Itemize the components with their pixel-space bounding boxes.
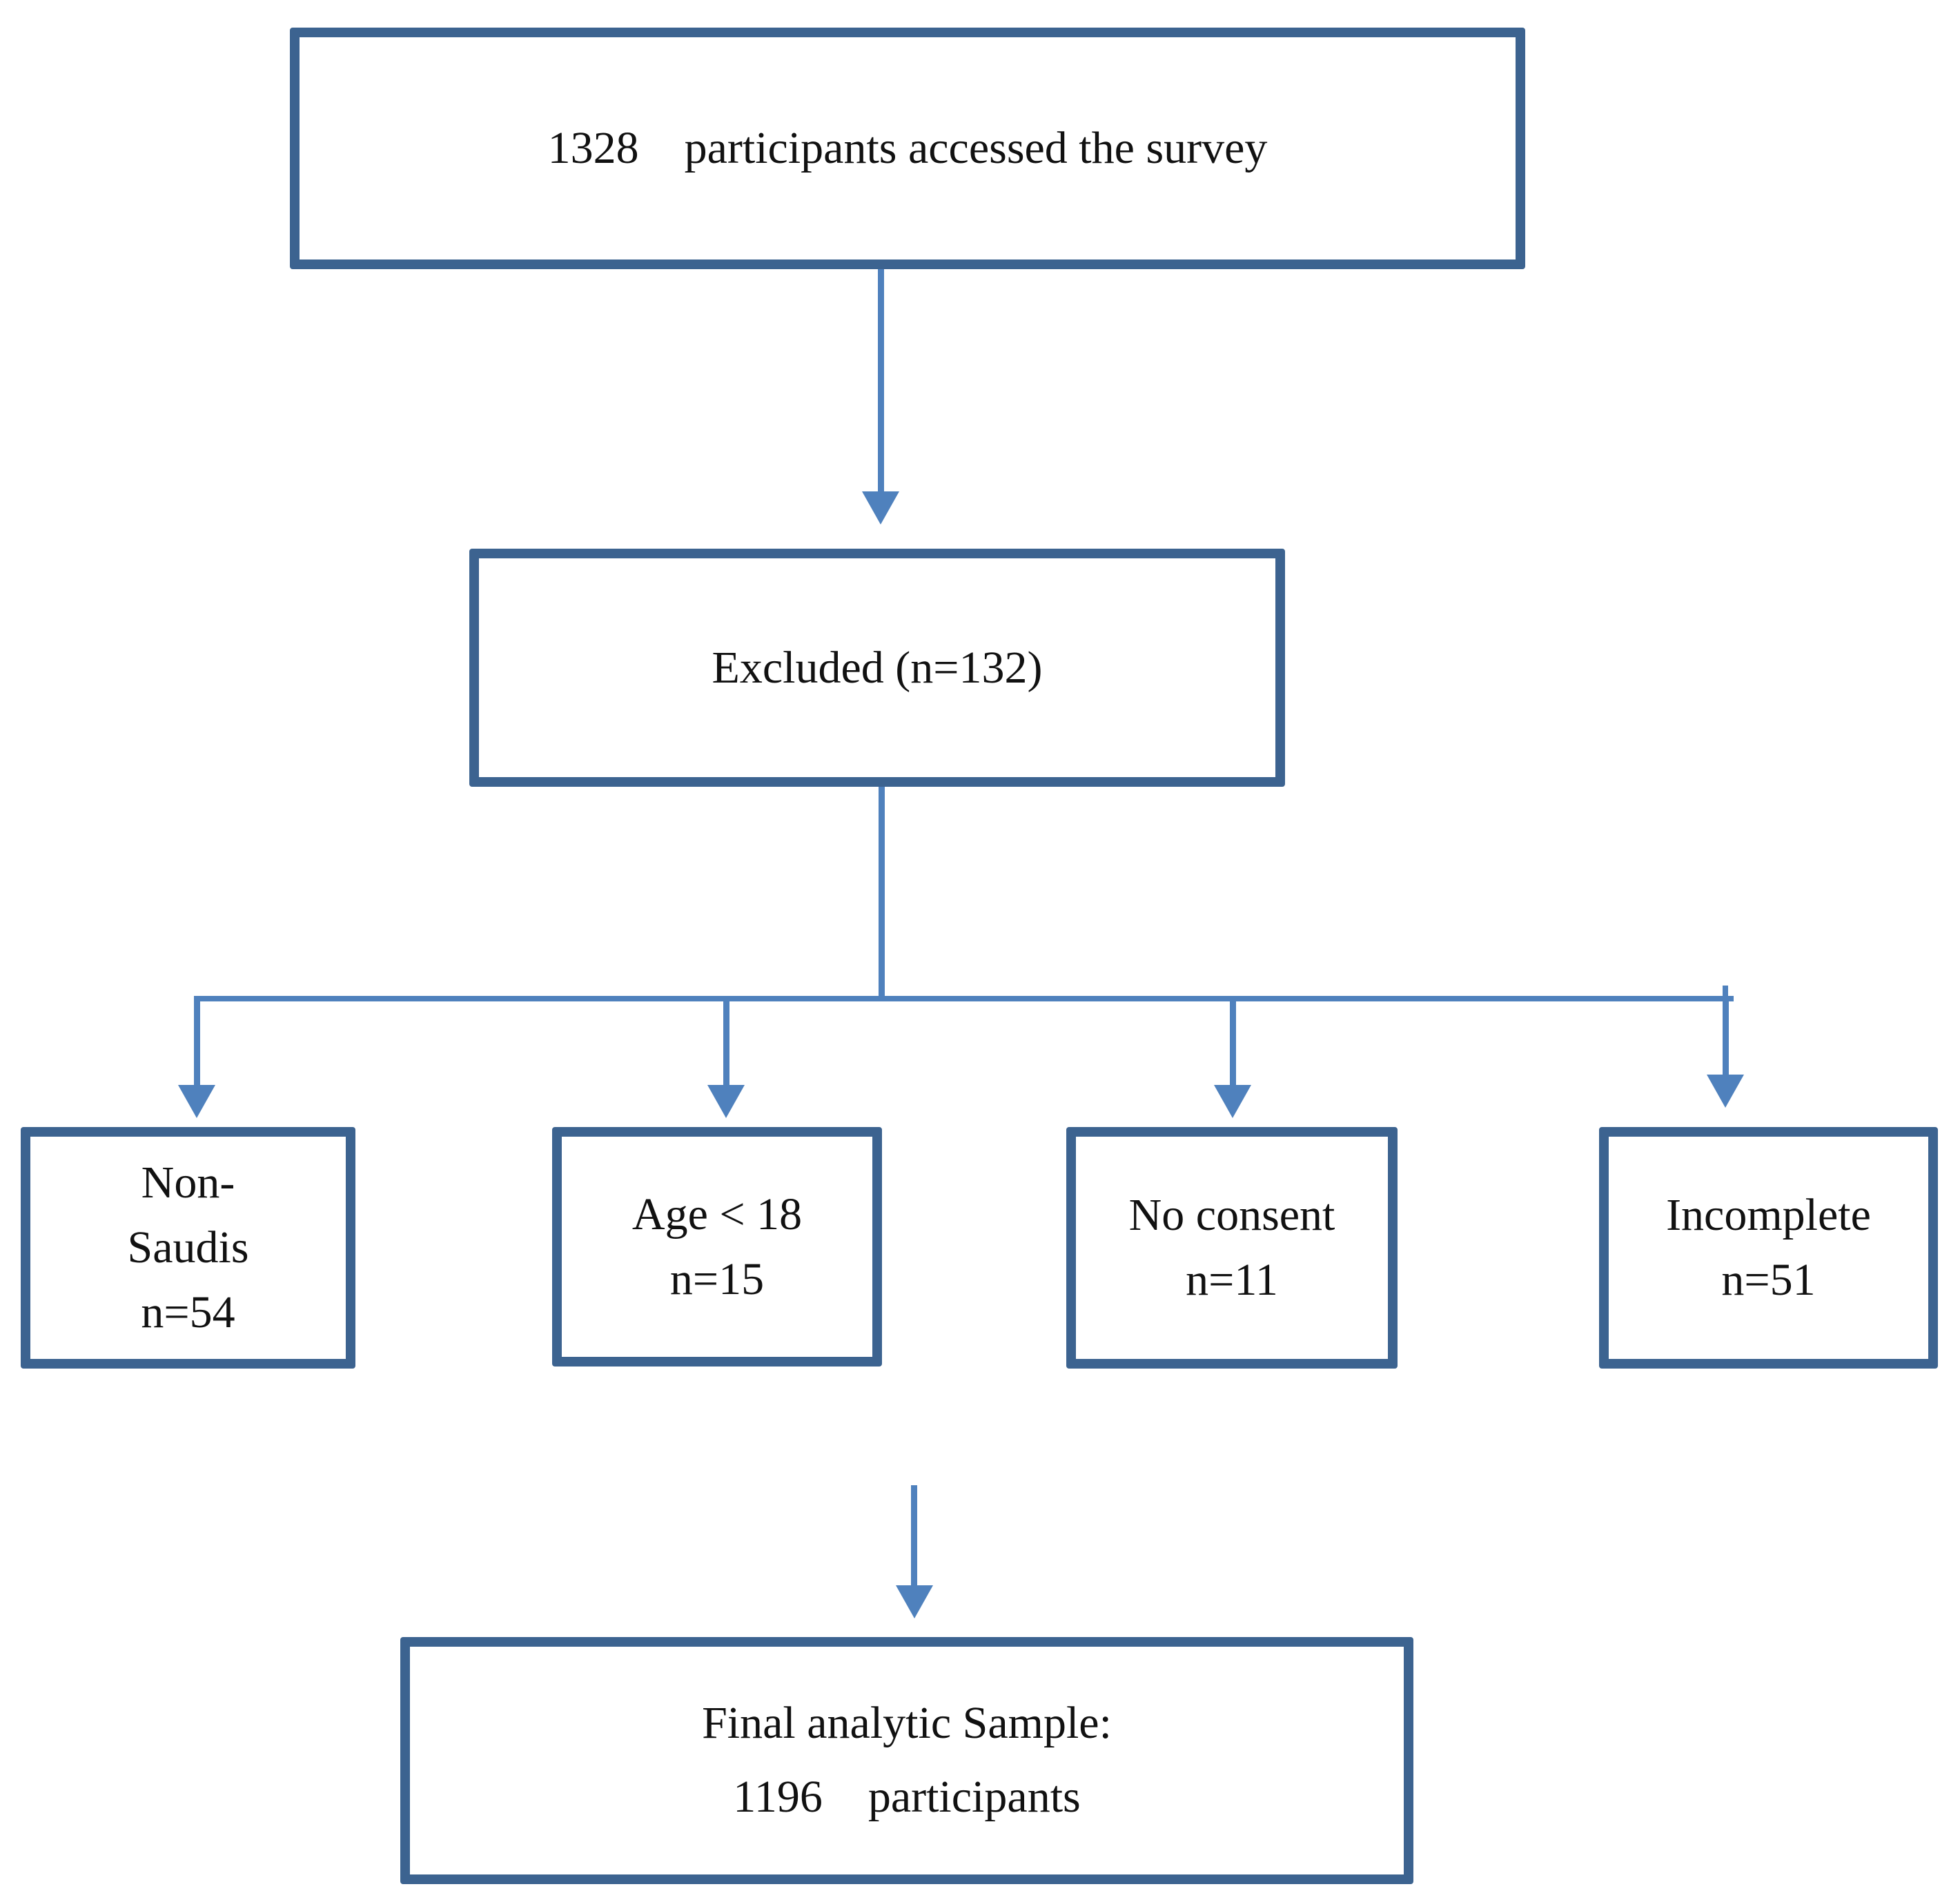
node-age-under-18: Age < 18 n=15 <box>552 1127 882 1367</box>
connector-top-to-excluded <box>878 269 884 491</box>
node-excluded-label: Excluded (n=132) <box>712 642 1043 693</box>
node-age-under-18-label: Age < 18 <box>631 1188 803 1240</box>
node-incomplete: Incomplete n=51 <box>1599 1127 1938 1369</box>
node-non-saudis-line2: Saudis <box>127 1222 249 1273</box>
node-incomplete-count: n=51 <box>1721 1255 1816 1305</box>
arrowhead-to-final <box>896 1585 933 1618</box>
connector-branch-incomplete <box>1723 999 1729 1075</box>
connector-branch-age <box>723 999 729 1085</box>
node-no-consent-count: n=11 <box>1186 1255 1278 1305</box>
node-non-saudis-count: n=54 <box>141 1286 235 1338</box>
connector-branch-no-consent <box>1230 999 1236 1085</box>
node-participants-accessed: 1328 participants accessed the survey <box>290 28 1525 269</box>
connector-branch-line <box>194 996 1734 1001</box>
arrowhead-branch-age <box>707 1085 745 1118</box>
node-final-sample: Final analytic Sample: 1196 participants <box>400 1637 1413 1884</box>
arrowhead-top-to-excluded <box>862 491 899 525</box>
connector-branch-line-end-tick <box>1723 986 1728 996</box>
node-incomplete-label: Incomplete <box>1666 1190 1871 1241</box>
connector-to-final <box>911 1485 917 1585</box>
node-non-saudis: Non- Saudis n=54 <box>21 1127 355 1369</box>
arrowhead-branch-non-saudis <box>178 1085 215 1118</box>
connector-branch-non-saudis <box>194 999 200 1085</box>
node-non-saudis-line1: Non- <box>141 1157 235 1208</box>
node-final-sample-title: Final analytic Sample: <box>702 1698 1112 1749</box>
connector-excluded-stem <box>879 787 885 999</box>
node-age-under-18-count: n=15 <box>669 1253 765 1304</box>
arrowhead-branch-no-consent <box>1214 1085 1251 1118</box>
node-excluded: Excluded (n=132) <box>469 549 1285 787</box>
arrowhead-branch-incomplete <box>1707 1075 1744 1108</box>
node-participants-accessed-label: 1328 participants accessed the survey <box>547 123 1268 174</box>
node-final-sample-count: 1196 participants <box>733 1772 1081 1822</box>
node-no-consent-label: No consent <box>1128 1190 1335 1241</box>
node-no-consent: No consent n=11 <box>1066 1127 1398 1369</box>
